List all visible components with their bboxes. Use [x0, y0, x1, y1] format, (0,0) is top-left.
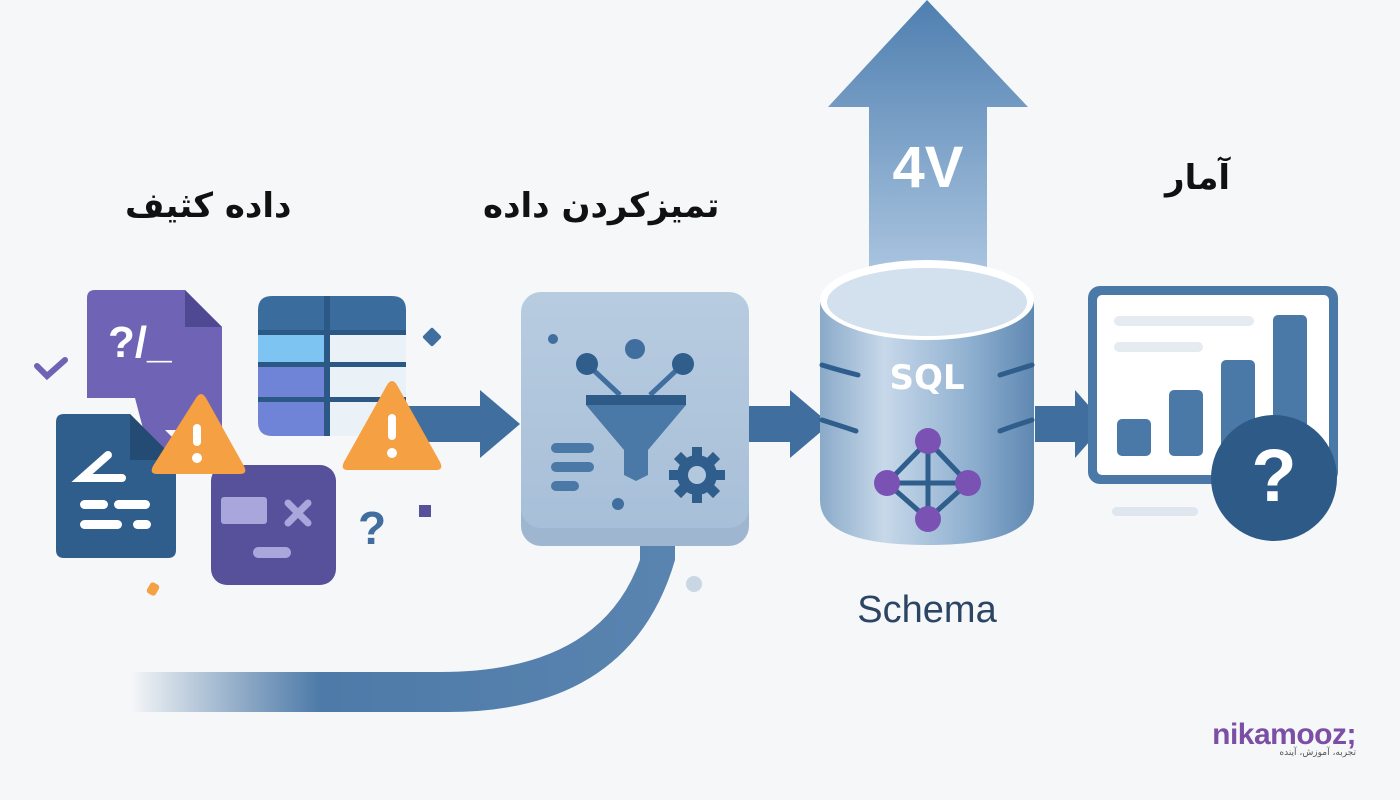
schema-label: Schema — [857, 589, 997, 631]
stage-label-data-cleaning: تمیزکردن داده — [483, 186, 720, 226]
stats-question-mark: ? — [1251, 434, 1297, 517]
sql-database-icon — [819, 260, 1035, 545]
stage-label-dirty-data: داده کثیف — [125, 186, 292, 226]
logo-tagline: تجربه، آموزش، آینده — [1279, 748, 1356, 758]
stage-label-statistics: آمار — [1165, 158, 1231, 198]
warning-icon — [151, 394, 246, 474]
arrow-cleaning-to-database — [745, 390, 830, 458]
code-doc-text: ?/_ — [108, 318, 172, 367]
up-arrow-4v — [828, 0, 1028, 272]
decor-diamond — [146, 582, 160, 596]
feedback-loop-path — [130, 545, 702, 713]
stat-bar — [1169, 390, 1203, 456]
sql-label: SQL — [889, 358, 965, 398]
stat-bar — [1117, 419, 1151, 456]
error-card-icon — [211, 465, 336, 585]
gear-icon — [669, 447, 725, 503]
dirty-data-icons — [34, 290, 442, 596]
spreadsheet-icon — [258, 296, 406, 436]
decor-diamond — [422, 327, 442, 347]
logo-name: nikamooz; — [1212, 718, 1356, 751]
warning-icon — [342, 381, 442, 470]
decor-dot — [686, 576, 702, 592]
schema-graph-icon — [874, 428, 981, 532]
data-cleaning-box — [521, 292, 749, 546]
nikamooz-logo: nikamooz; تجربه، آموزش، آینده — [1212, 718, 1356, 759]
four-v-label: 4V — [892, 135, 964, 200]
question-circle-icon — [1211, 415, 1337, 541]
statistics-chart-icon — [1088, 286, 1338, 541]
decor-square — [419, 505, 431, 517]
funnel-icon — [576, 353, 694, 481]
question-mark-icon: ? — [357, 502, 387, 554]
check-icon — [34, 357, 68, 381]
